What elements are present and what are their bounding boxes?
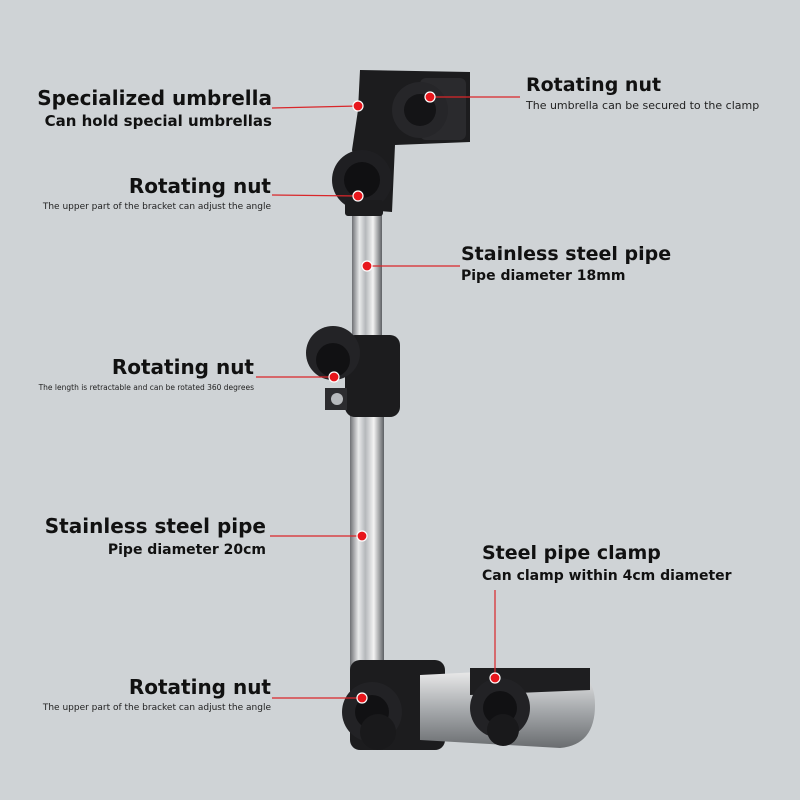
- middle-joint: [306, 326, 400, 417]
- callout-specialized-umbrella: Specialized umbrella Can hold special um…: [37, 86, 272, 130]
- callout-upper-rotating-nut: Rotating nut The upper part of the brack…: [43, 174, 271, 212]
- upper-steel-pipe: [352, 212, 382, 352]
- callout-lower-steel-pipe: Stainless steel pipe Pipe diameter 20cm: [45, 514, 266, 558]
- callout-steel-pipe-clamp: Steel pipe clamp Can clamp within 4cm di…: [482, 542, 732, 584]
- callout-subtitle: The upper part of the bracket can adjust…: [42, 202, 271, 212]
- callout-title: Steel pipe clamp: [482, 542, 661, 564]
- callout-title: Rotating nut: [128, 174, 271, 198]
- callout-title: Rotating nut: [526, 74, 662, 96]
- callout-title: Rotating nut: [128, 675, 271, 699]
- callout-subtitle: Can hold special umbrellas: [44, 112, 272, 130]
- callout-subtitle: The length is retractable and can be rot…: [38, 383, 254, 392]
- callout-subtitle: Pipe diameter 20cm: [107, 542, 266, 558]
- bottom-clamp: [342, 660, 595, 750]
- callout-upper-steel-pipe: Stainless steel pipe Pipe diameter 18mm: [461, 243, 671, 284]
- lower-steel-pipe: [350, 410, 384, 685]
- callout-top-rotating-nut: Rotating nut The umbrella can be secured…: [526, 74, 759, 112]
- callout-title: Specialized umbrella: [37, 86, 272, 110]
- callout-subtitle: The upper part of the bracket can adjust…: [42, 703, 271, 713]
- callout-title: Stainless steel pipe: [44, 514, 266, 538]
- upper-rotating-nut: [332, 150, 392, 216]
- callout-dots: [328, 91, 501, 704]
- callout-bottom-rotating-nut: Rotating nut The upper part of the brack…: [43, 675, 271, 713]
- callout-title: Stainless steel pipe: [461, 243, 672, 265]
- callout-subtitle: The umbrella can be secured to the clamp: [526, 99, 760, 112]
- callout-subtitle: Can clamp within 4cm diameter: [482, 568, 732, 584]
- callout-middle-rotating-nut: Rotating nut The length is retractable a…: [39, 355, 254, 392]
- leader-lines: [256, 96, 520, 699]
- callout-subtitle: Pipe diameter 18mm: [461, 268, 626, 284]
- callout-title: Rotating nut: [111, 355, 254, 379]
